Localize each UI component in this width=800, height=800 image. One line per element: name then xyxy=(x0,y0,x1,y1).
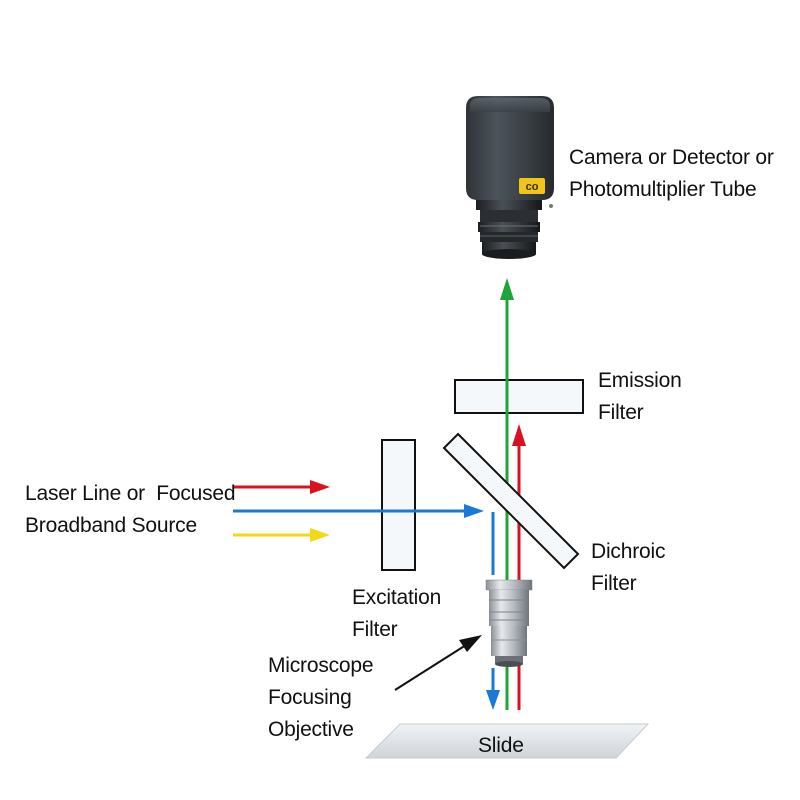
source-label-line-1: Laser Line or Focused xyxy=(25,482,236,505)
emission-filter-label-line-1: Emission xyxy=(598,369,682,392)
svg-text:co: co xyxy=(526,181,539,193)
emission-filter-label-line-2: Filter xyxy=(598,401,644,424)
excitation-filter xyxy=(381,439,416,571)
emission-filter xyxy=(454,379,584,414)
dichroic-filter-label-line-1: Dichroic xyxy=(591,540,666,563)
microscope-objective-icon xyxy=(485,579,533,667)
detector-label-line-2: Photomultiplier Tube xyxy=(569,178,757,201)
yellow-beam-source xyxy=(233,528,330,542)
excitation-filter-label: Excitation Filter xyxy=(352,582,441,646)
blue-beam-down xyxy=(486,512,500,710)
blue-beam-source xyxy=(233,504,484,518)
emission-filter-label: Emission Filter xyxy=(598,365,682,429)
slide-label-text: Slide xyxy=(478,734,524,757)
excitation-filter-label-line-2: Filter xyxy=(352,618,398,641)
red-beam-source xyxy=(233,480,330,494)
camera-icon: co xyxy=(466,96,554,259)
source-label: Laser Line or Focused Broadband Source xyxy=(25,478,236,542)
dichroic-filter xyxy=(442,432,580,570)
red-beam-return xyxy=(512,424,526,710)
detector-label: Camera or Detector or Photomultiplier Tu… xyxy=(569,142,774,206)
objective-label-line-1: Microscope xyxy=(268,654,374,677)
objective-label-line-2: Focusing xyxy=(268,686,352,709)
objective-label-line-3: Objective xyxy=(268,718,354,741)
objective-label: Microscope Focusing Objective xyxy=(268,650,374,746)
source-label-line-2: Broadband Source xyxy=(25,514,197,537)
excitation-filter-label-line-1: Excitation xyxy=(352,586,442,609)
objective-pointer-arrow xyxy=(394,635,482,691)
slide-label: Slide xyxy=(478,730,524,762)
detector-label-line-1: Camera or Detector or xyxy=(569,146,774,169)
dichroic-filter-label: Dichroic Filter xyxy=(591,536,665,600)
dichroic-filter-label-line-2: Filter xyxy=(591,572,637,595)
slide xyxy=(364,723,650,759)
